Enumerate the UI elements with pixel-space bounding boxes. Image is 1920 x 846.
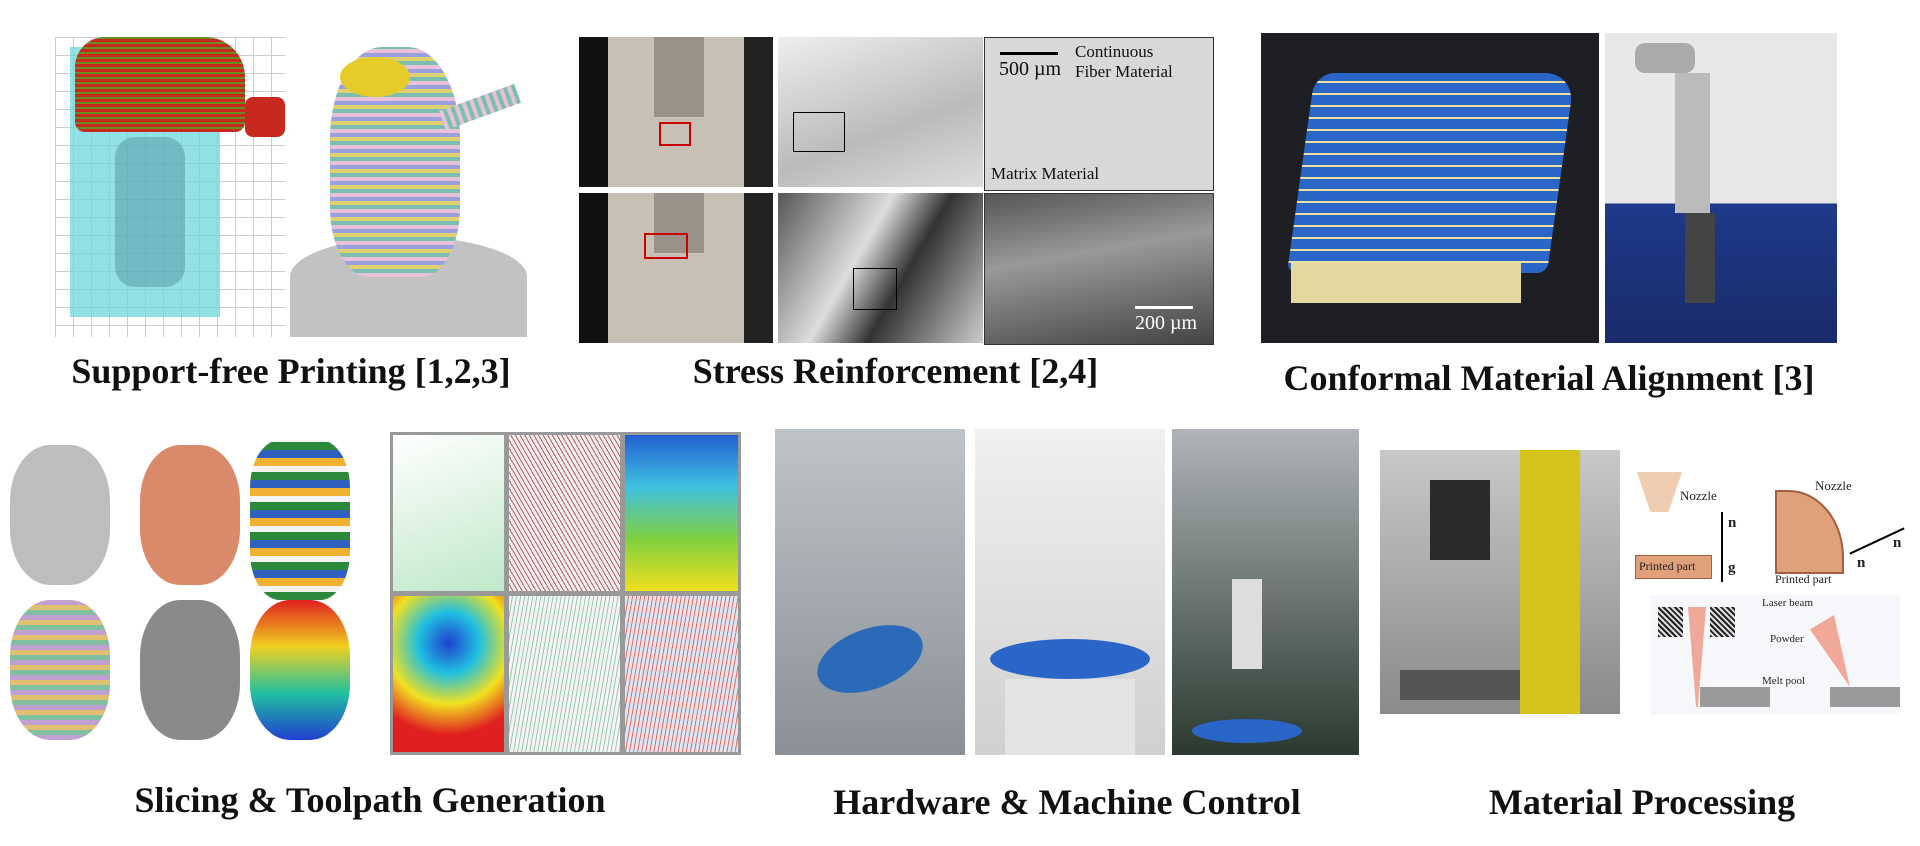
support-free-striped-model-image [290, 37, 527, 337]
scale-label-500um: 500 µm [999, 58, 1062, 80]
robot-arm-photo [1605, 33, 1837, 343]
hardware-photo-2 [975, 429, 1165, 755]
label-nozzle-1: Nozzle [1680, 488, 1717, 503]
arrow-up-down-icon [1721, 512, 1723, 582]
label-n-a: n [1857, 555, 1866, 571]
caption-stress: Stress Reinforcement [2,4] [692, 351, 1099, 391]
caption-slicing: Slicing & Toolpath Generation [134, 780, 606, 820]
label-laser-beam: Laser beam [1762, 597, 1813, 609]
caption-support-free: Support-free Printing [1,2,3] [71, 351, 511, 391]
stress-test-photo-top [579, 37, 773, 187]
label-nozzle-2: Nozzle [1815, 478, 1852, 493]
nozzle-diagram: Nozzle Printed part n g Nozzle Printed p… [1625, 460, 1905, 595]
stress-microscope-top [778, 37, 983, 187]
sem-image-bottom: 200 µm [984, 193, 1214, 345]
sem-image-top: 500 µm Continuous Fiber Material Matrix … [984, 37, 1214, 191]
laser-deposition-diagram: Laser beam Powder Melt pool [1650, 595, 1900, 715]
label-fiber-material: Fiber Material [1075, 62, 1173, 81]
label-powder: Powder [1770, 633, 1804, 645]
label-printed-part-2: Printed part [1775, 572, 1832, 586]
label-g: g [1728, 560, 1736, 576]
label-n-b-2: n [1893, 535, 1902, 551]
material-robot-photo [1380, 450, 1620, 714]
label-matrix-material: Matrix Material [991, 164, 1100, 183]
stress-test-photo-bottom [579, 193, 773, 343]
stress-microscope-bottom [778, 193, 983, 343]
caption-hardware: Hardware & Machine Control [833, 782, 1301, 822]
caption-conformal: Conformal Material Alignment [3] [1283, 358, 1815, 398]
toolpath-grid-image [390, 432, 741, 755]
slicing-models-image [0, 440, 370, 745]
hardware-photo-1 [775, 429, 965, 755]
conformal-tape-photo [1261, 33, 1599, 343]
label-printed-part-1: Printed part [1639, 559, 1696, 573]
label-melt-pool: Melt pool [1762, 675, 1806, 687]
scale-label-200um: 200 µm [1135, 312, 1198, 334]
label-continuous: Continuous [1075, 42, 1154, 61]
support-free-layer-image [55, 37, 285, 337]
hardware-photo-3 [1172, 429, 1359, 755]
caption-material: Material Processing [1488, 782, 1796, 822]
label-n-b-1: n [1728, 515, 1737, 531]
